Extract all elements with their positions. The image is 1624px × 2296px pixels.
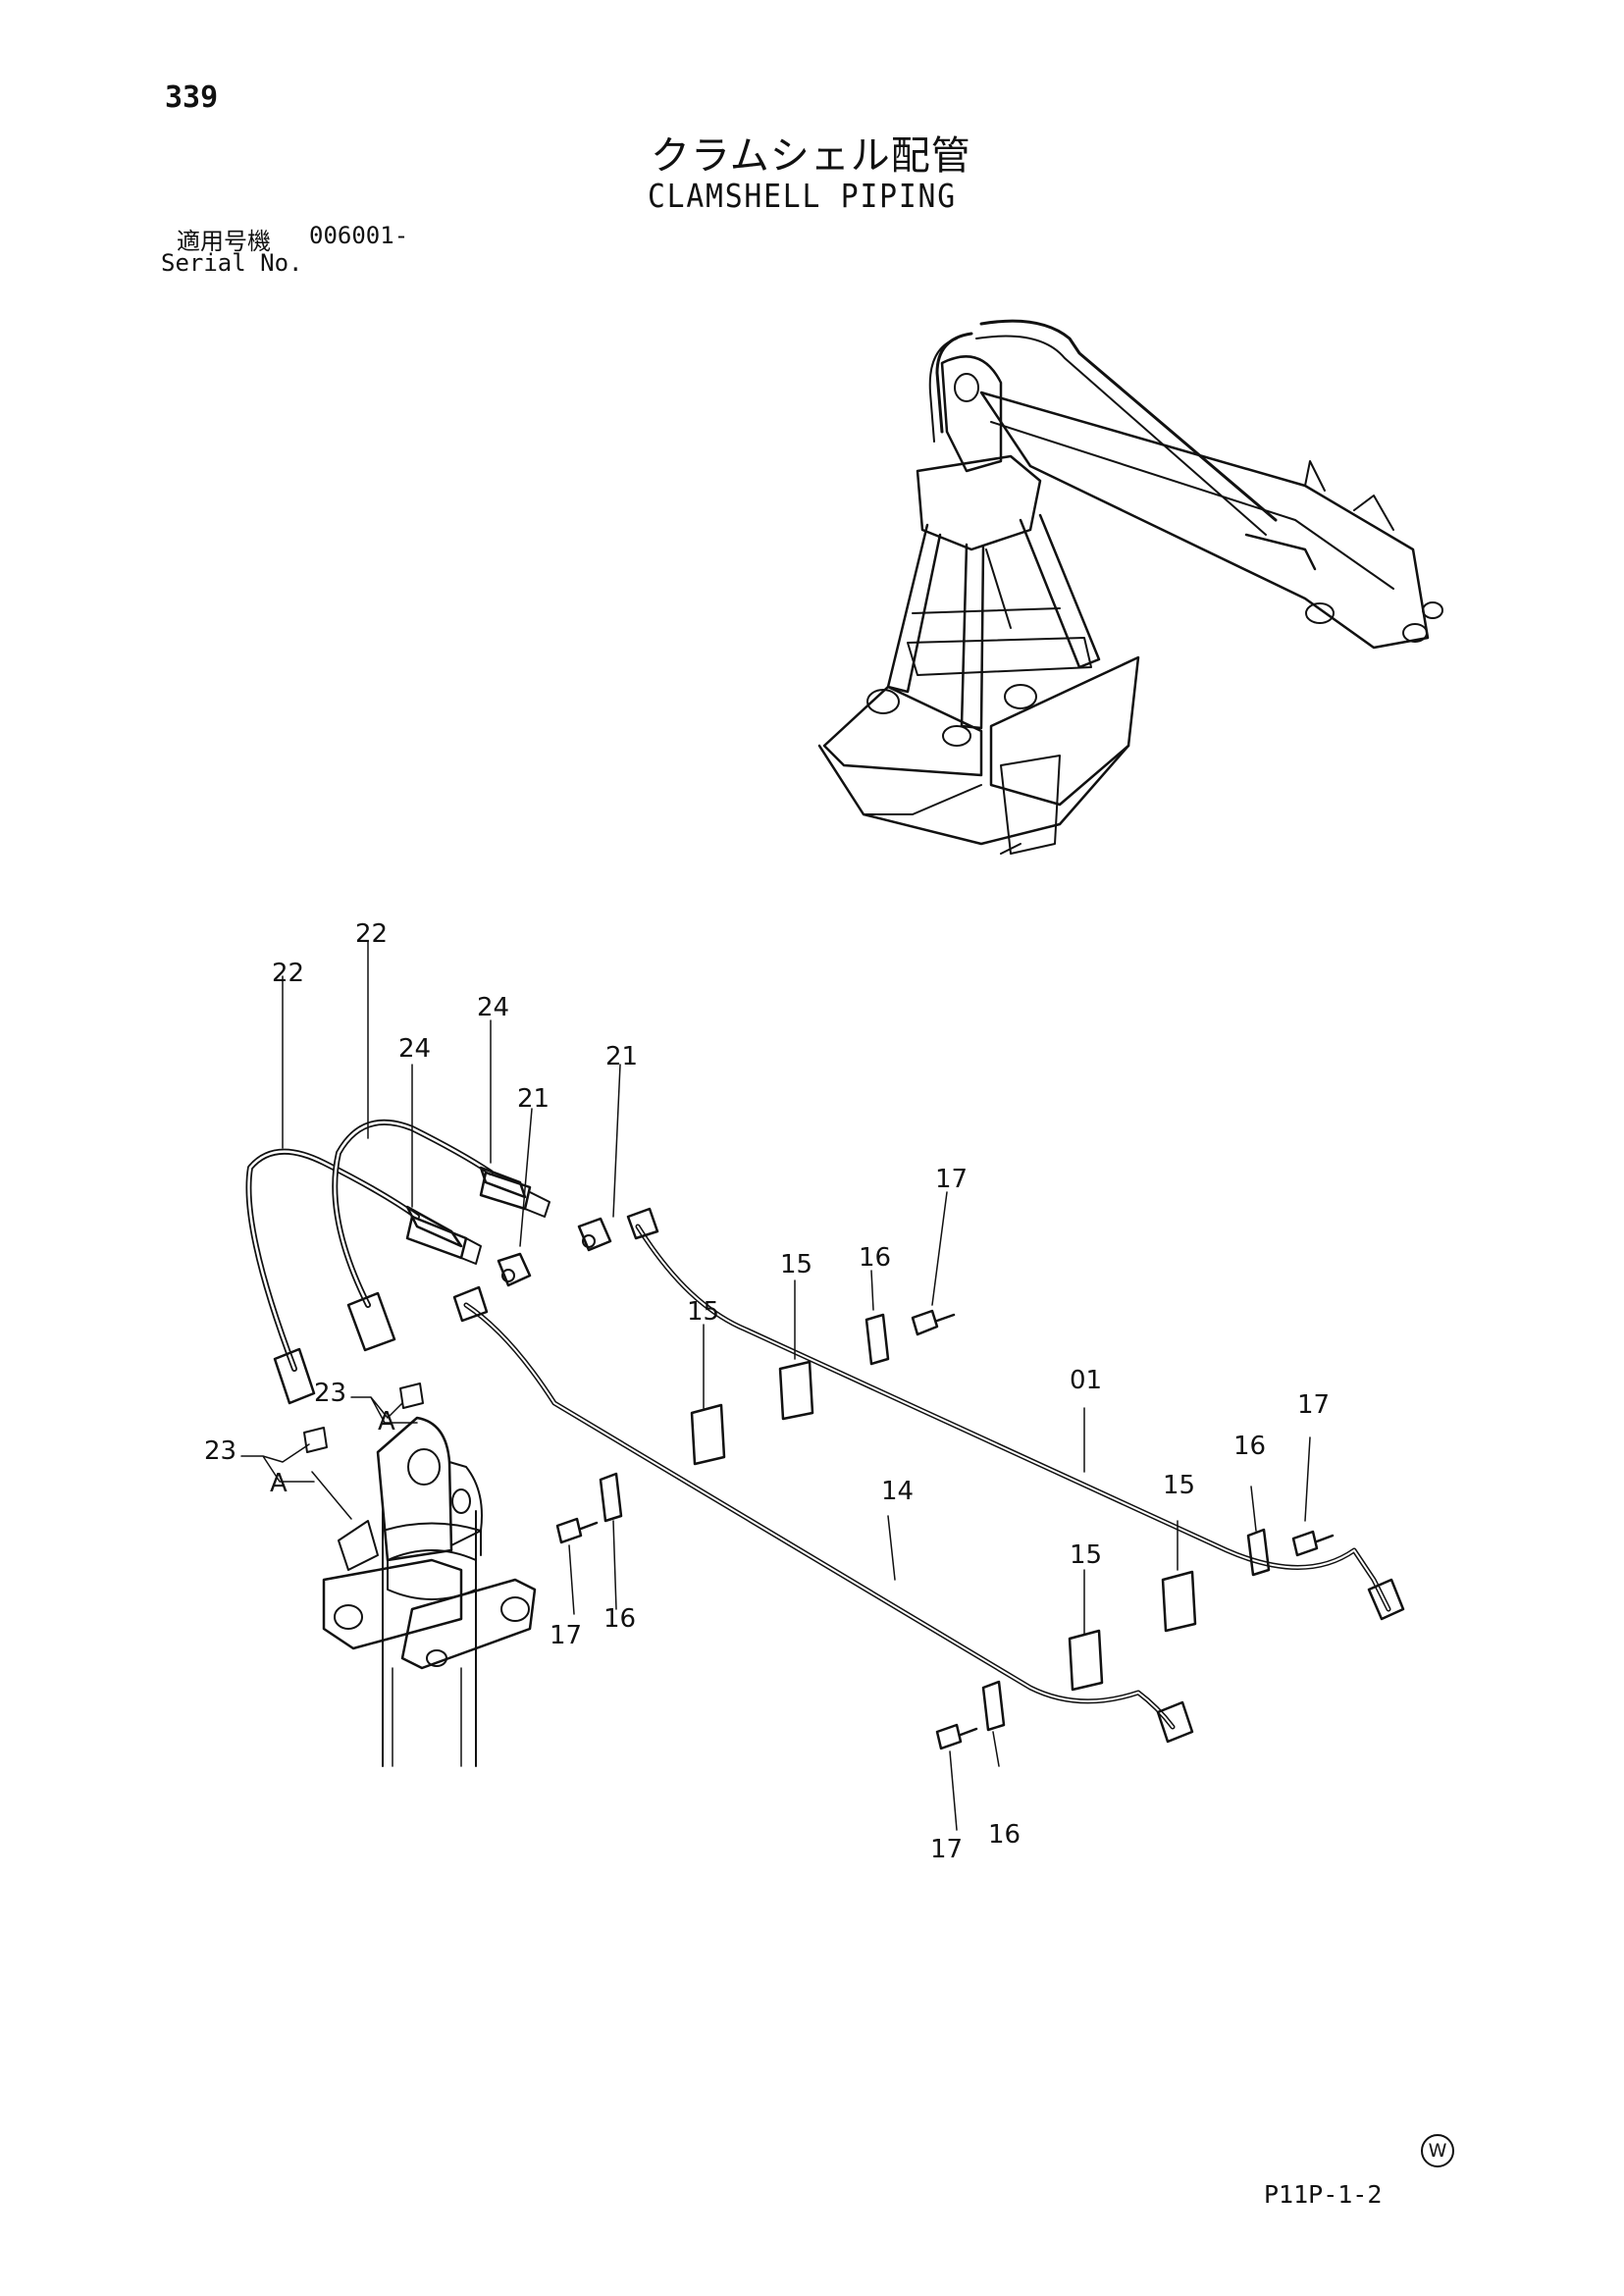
serial-number: 006001- (309, 222, 409, 249)
callout-24-upper: 24 (477, 993, 509, 1022)
callout-22-right: 22 (355, 919, 388, 949)
callout-16-d: 16 (988, 1820, 1021, 1850)
callout-23-left: 23 (204, 1436, 236, 1466)
callout-21-lower: 21 (517, 1084, 550, 1114)
clamshell-overview-illustration (817, 319, 1443, 855)
callout-16-b: 16 (603, 1604, 636, 1634)
callout-16-a: 16 (859, 1243, 891, 1273)
callout-16-c: 16 (1233, 1432, 1266, 1461)
page-code: P11P-1-2 (1264, 2180, 1383, 2209)
w-mark: W (1421, 2134, 1454, 2167)
callout-15-d: 15 (1070, 1540, 1102, 1570)
serial-label-japanese: 適用号機 (177, 228, 271, 255)
callout-17-c: 17 (1297, 1390, 1330, 1420)
callout-15-c: 15 (1163, 1471, 1195, 1500)
page-title-japanese: クラムシェル配管 (651, 133, 971, 179)
callout-22-left: 22 (272, 959, 304, 988)
serial-label-english: Serial No. (161, 249, 303, 277)
callout-23-right: 23 (314, 1379, 346, 1408)
page-title-english: CLAMSHELL PIPING (648, 177, 957, 215)
callout-24-lower: 24 (398, 1034, 431, 1064)
callout-17-b: 17 (550, 1621, 582, 1650)
piping-exploded-diagram (240, 941, 1405, 1831)
callout-21-upper: 21 (605, 1042, 638, 1071)
callout-15-a: 15 (780, 1250, 812, 1279)
callout-01: 01 (1070, 1366, 1102, 1395)
page-number: 339 (165, 80, 219, 115)
callout-15-b: 15 (687, 1297, 719, 1327)
callout-labels: 22 22 24 24 21 21 23 23 A A 15 15 15 15 … (204, 919, 1330, 1864)
callout-a-right: A (378, 1407, 395, 1436)
callout-17-a: 17 (935, 1165, 968, 1194)
callout-a-left: A (270, 1469, 288, 1498)
callout-14: 14 (881, 1477, 914, 1506)
callout-17-d: 17 (930, 1835, 963, 1864)
